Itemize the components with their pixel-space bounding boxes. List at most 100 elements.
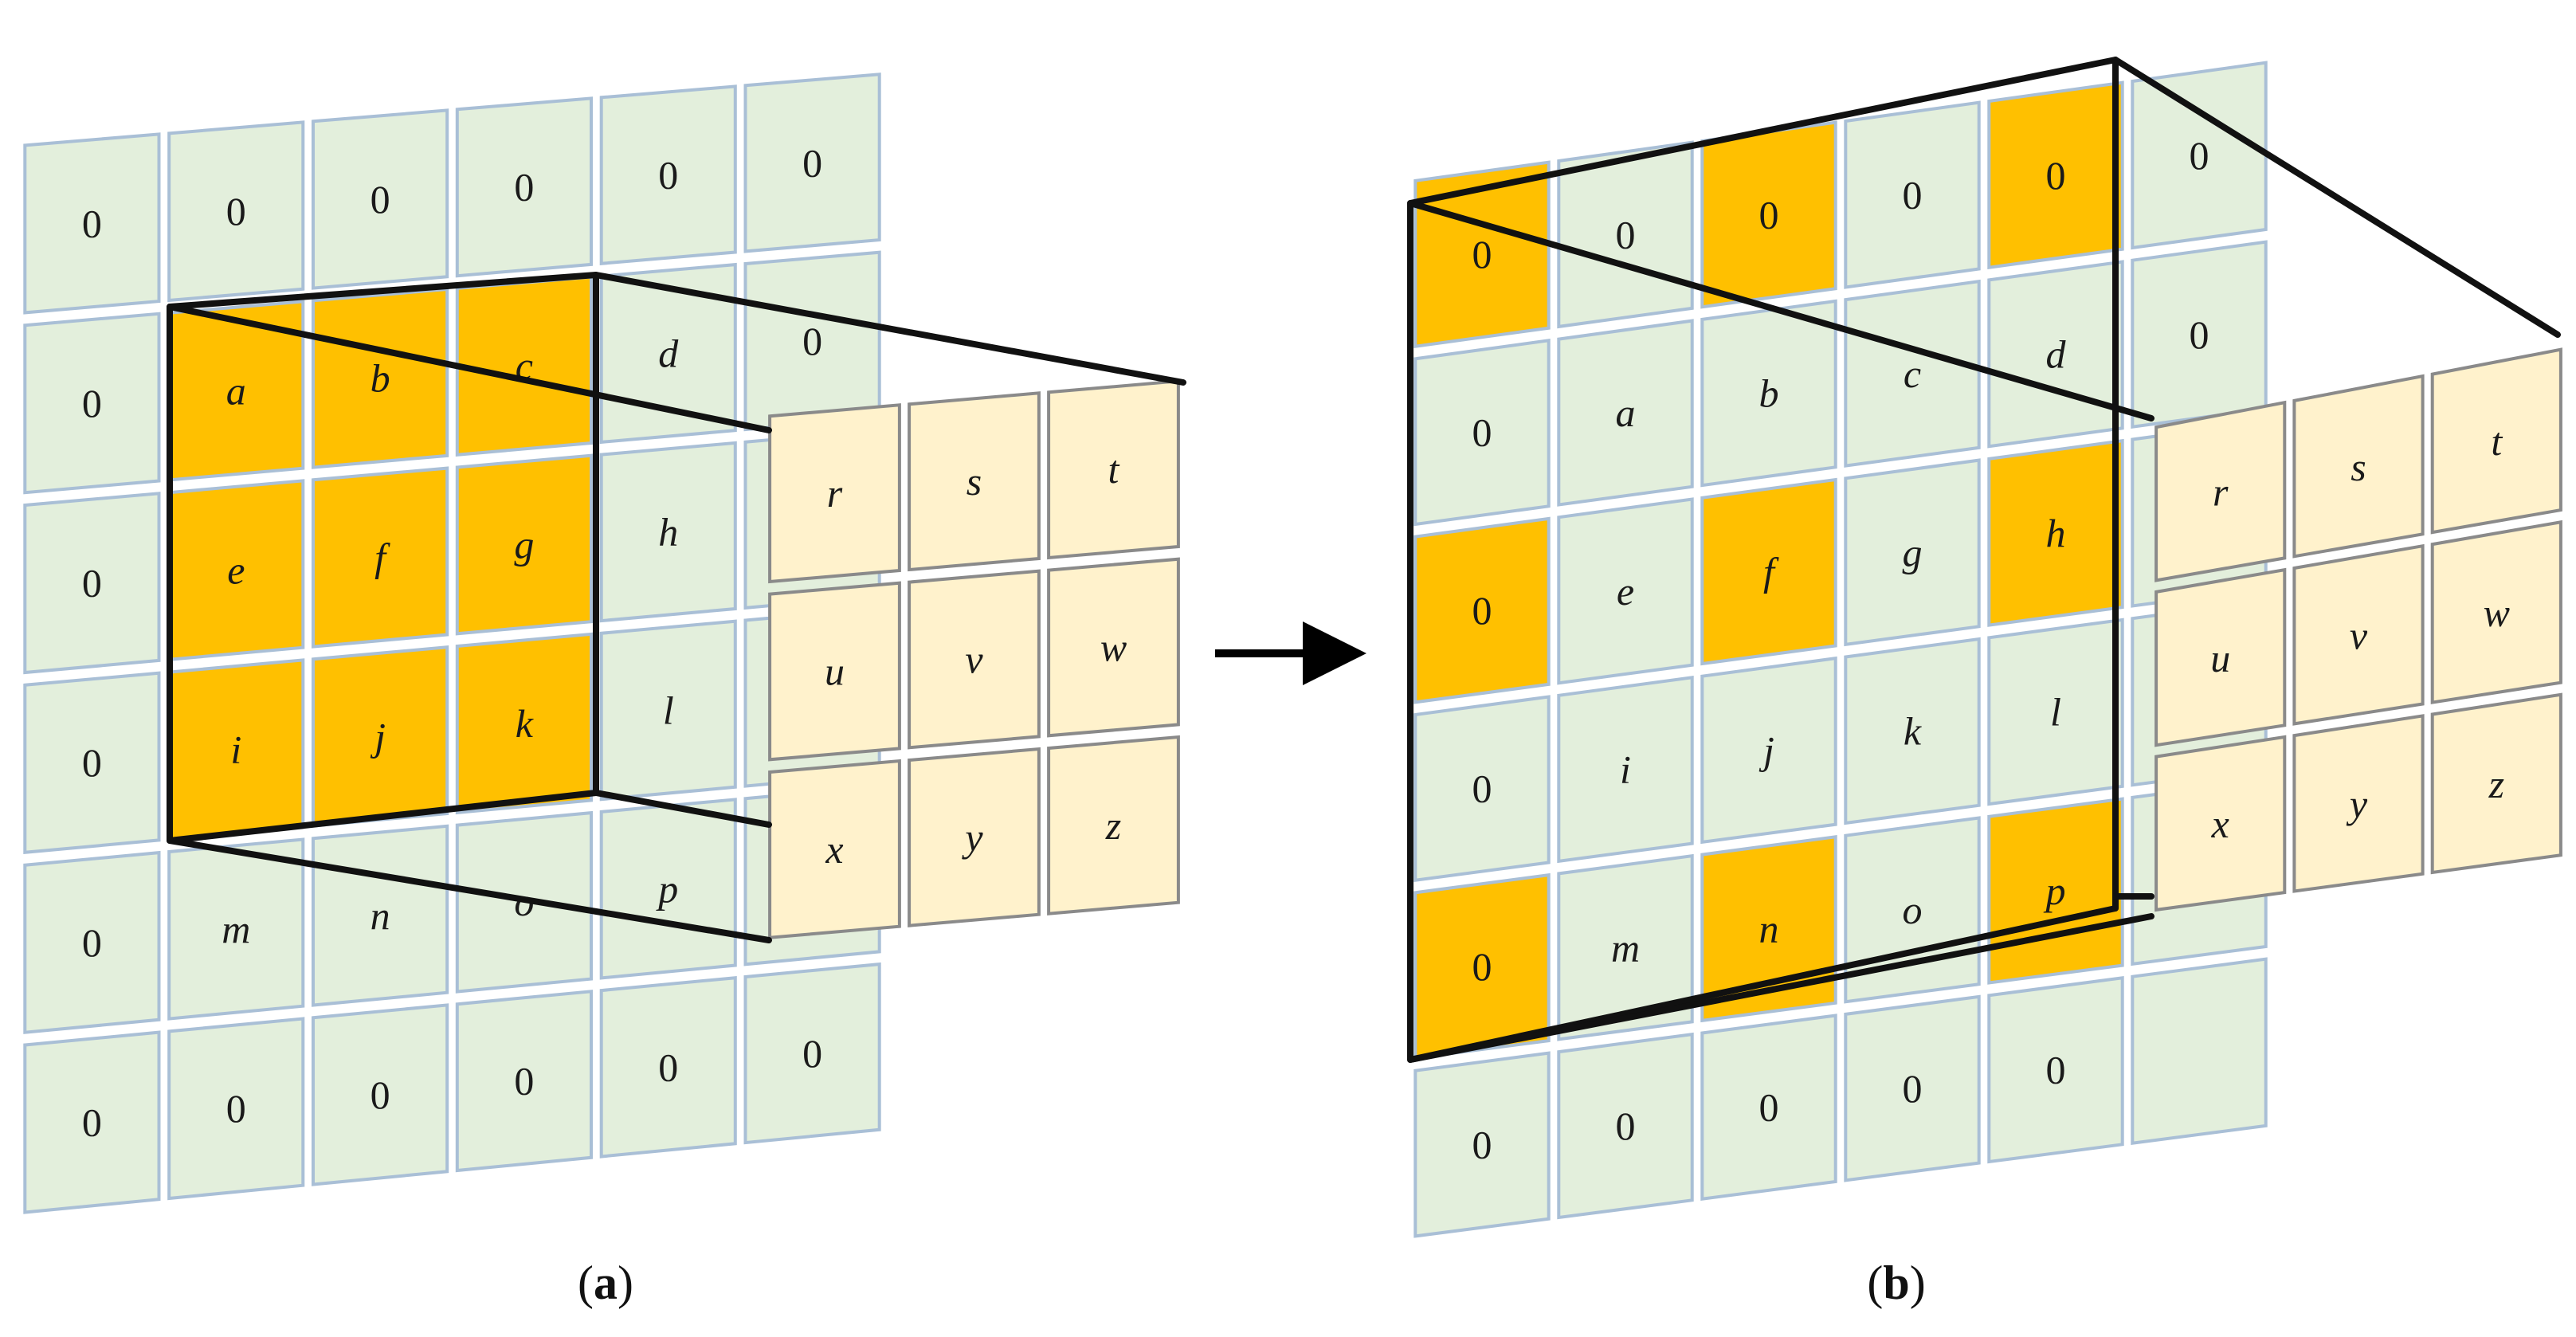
- panel-a-input-label-5-1: 0: [226, 1086, 246, 1131]
- panel-b-input-cell-5-4: [1987, 976, 2124, 1164]
- panel-a-input-cell-1-2-highlighted: [312, 287, 449, 469]
- panel-b-input-label-5-2: 0: [1759, 1085, 1779, 1130]
- panel-a-kernel-label-2-2: z: [1105, 803, 1121, 848]
- panel-a-input-label-0-2: 0: [371, 177, 390, 222]
- panel-a-input-cell-4-0: [23, 850, 161, 1034]
- panel-a-input-cell-3-4: [599, 619, 737, 802]
- panel-a-input-label-1-2: b: [371, 356, 390, 401]
- panel-a-input-label-4-0: 0: [82, 920, 102, 965]
- panel-a-input-label-2-4: h: [658, 509, 678, 554]
- panel-b-input-label-4-0: 0: [1472, 944, 1492, 989]
- panel-b-input-label-5-0: 0: [1472, 1123, 1492, 1167]
- panel-a-caption: (a): [578, 1257, 633, 1309]
- panel-a-input-cell-5-5: [743, 962, 881, 1145]
- panel-b-input-label-1-5: 0: [2190, 312, 2209, 357]
- panel-b-kernel-cell-2-1: [2292, 714, 2425, 893]
- panel-a-input-cell-0-0: [23, 132, 161, 315]
- panel-a-input-label-3-3: k: [516, 701, 534, 746]
- panel-a-input-cell-5-3: [455, 990, 593, 1173]
- panel-a-input-cell-0-2: [312, 108, 449, 290]
- panel-a-input-label-5-4: 0: [658, 1045, 678, 1089]
- panel-b-kernel-label-1-2: w: [2484, 590, 2510, 635]
- panel-b-input-label-5-3: 0: [1903, 1066, 1923, 1111]
- panel-a-input-cell-2-3-highlighted: [455, 453, 593, 636]
- panel-a-input-cell-1-4: [599, 262, 737, 445]
- panel-a-kernel-cell-0-0: [768, 403, 901, 584]
- panel-a-kernel-cell-0-1: [908, 391, 1041, 572]
- panel-a-kernel-label-1-0: u: [825, 649, 845, 694]
- panel-b-kernel-cell-0-2: [2430, 347, 2562, 535]
- panel-a-input-cell-2-2-highlighted: [312, 466, 449, 649]
- panel-b-input-label-0-4: 0: [2046, 153, 2066, 198]
- panel-a-kernel-label-0-2: t: [1108, 447, 1120, 492]
- panel-b-kernel-label-0-2: t: [2491, 419, 2503, 464]
- panel-a-kernel-cell-1-2: [1047, 557, 1180, 738]
- panel-a-input-label-1-4: d: [658, 331, 679, 375]
- panel-a-input-label-4-4: p: [656, 866, 678, 911]
- panel-a-input-label-3-0: 0: [82, 740, 102, 785]
- panel-b-input-cell-4-1: [1557, 853, 1694, 1041]
- panel-a-kernel-label-0-1: s: [966, 459, 982, 504]
- panel-b-input-label-5-1: 0: [1616, 1104, 1636, 1148]
- panel-b-input-cell-3-0: [1413, 695, 1551, 882]
- panel-a-input-cell-0-1: [167, 120, 305, 303]
- panel-a-input-label-0-1: 0: [226, 189, 246, 233]
- panel-b-input-cell-3-1: [1557, 676, 1694, 864]
- panel-b-input-label-4-4: p: [2044, 868, 2066, 913]
- panel-a-input-cell-2-4: [599, 441, 737, 623]
- panel-b-input-cell-5-3: [1844, 994, 1981, 1182]
- panel-b-input-cell-3-3: [1844, 637, 1981, 825]
- panel-b-input-cell-2-0-highlighted: [1413, 516, 1551, 704]
- panel-b-input-cell-5-0: [1413, 1051, 1551, 1238]
- panel-a-frame-line-3: [167, 837, 772, 943]
- panel-b-input-label-2-3: g: [1903, 530, 1923, 574]
- panel-b-kernel-cell-2-0: [2155, 735, 2287, 912]
- panel-b-frame-line-2: [2112, 57, 2561, 338]
- panel-a-input-label-5-3: 0: [514, 1059, 534, 1104]
- panel-b-input-cell-0-5: [2131, 61, 2268, 250]
- panel-a-input-label-5-5: 0: [802, 1031, 822, 1076]
- panel-a-kernel-cell-1-1: [908, 569, 1041, 750]
- panel-b-input-cell-2-1: [1557, 497, 1694, 685]
- panel-a-input-cell-3-0: [23, 671, 161, 854]
- panel-b-input-cell-1-0: [1413, 339, 1551, 527]
- panel-b-input-cell-0-4-highlighted: [1987, 80, 2124, 269]
- panel-b-input-label-0-1: 0: [1616, 212, 1636, 257]
- panel-a-receptive-field-frame: [167, 272, 1186, 943]
- panel-a-frame-line-1: [167, 304, 772, 433]
- panel-b-input-label-0-2: 0: [1759, 193, 1779, 237]
- panel-b-caption: (b): [1867, 1257, 1925, 1309]
- panel-b-input-cell-3-4: [1987, 618, 2124, 806]
- panel-b-frame-line-3: [1407, 913, 2155, 1063]
- panel-a-input-label-4-1: m: [222, 907, 250, 951]
- panel-a-input-label-3-4: l: [663, 688, 674, 732]
- panel-b-input-cell-1-2: [1700, 299, 1837, 488]
- panel-b-input-label-0-0: 0: [1472, 232, 1492, 276]
- panel-b-input-label-1-2: b: [1759, 371, 1779, 416]
- panel-b-input-cell-0-0-highlighted: [1413, 160, 1551, 348]
- panel-a-input-label-0-4: 0: [658, 153, 678, 198]
- panel-a-kernel-label-1-1: v: [965, 637, 983, 682]
- panel-a-input-cell-5-2: [312, 1003, 449, 1186]
- panel-a-kernel-label-0-0: r: [827, 471, 843, 516]
- panel-a-input-cell-2-0: [23, 492, 161, 675]
- panel-b-input-label-3-3: k: [1904, 709, 1922, 754]
- panel-b-input-label-1-4: d: [2046, 331, 2067, 376]
- panel-a-kernel-cell-1-0: [768, 581, 901, 762]
- panel-a-input-cell-5-0: [23, 1030, 161, 1214]
- panel-a-input-label-5-0: 0: [82, 1100, 102, 1144]
- panel-b-input-label-5-4: 0: [2046, 1048, 2066, 1092]
- panel-b-input-cell-2-2-highlighted: [1700, 477, 1837, 666]
- panel-b-input-label-3-0: 0: [1472, 767, 1492, 811]
- panel-b-input-label-2-1: e: [1617, 569, 1634, 614]
- panel-b-input-cell-0-1: [1557, 140, 1694, 329]
- panel-b-frame-line-0: [1407, 57, 2119, 1063]
- panel-b-input-cell-5-5: [2131, 957, 2268, 1145]
- panel-a-frame-line-4: [593, 790, 772, 828]
- panel-a-input-cell-4-4: [599, 798, 737, 980]
- panel-b-frame-line-1: [1407, 200, 2155, 421]
